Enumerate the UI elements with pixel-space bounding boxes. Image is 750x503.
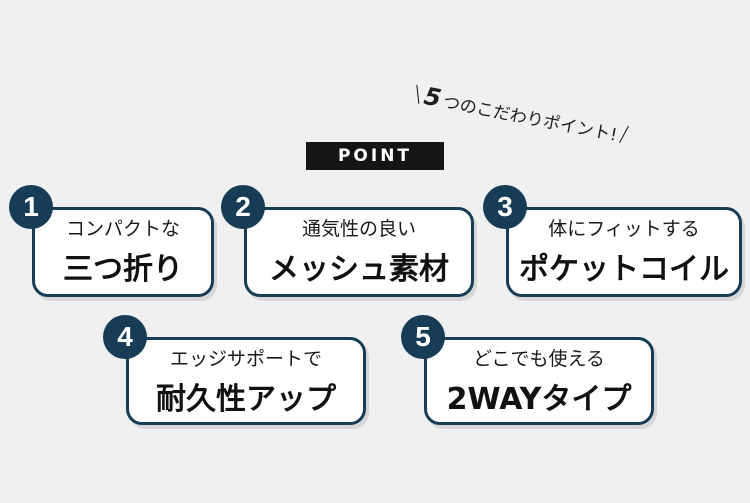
point-card-1: 1 コンパクトな 三つ折り [9, 185, 214, 297]
card-title: ポケットコイル [519, 252, 729, 287]
card-subtitle: どこでも使える [473, 348, 605, 370]
point-card-2: 2 通気性の良い メッシュ素材 [221, 185, 474, 297]
card-subtitle: エッジサポートで [169, 348, 322, 370]
tagline-close-mark: / [617, 121, 630, 148]
tagline: \ 5 つのこだわりポイント! / [410, 74, 712, 171]
number-badge: 4 [103, 315, 147, 359]
card-subtitle: 通気性の良い [301, 218, 416, 240]
point-card-3: 3 体にフィットする ポケットコイル [483, 185, 742, 297]
number-badge: 1 [9, 185, 53, 229]
point-card-4: 4 エッジサポートで 耐久性アップ [103, 315, 366, 425]
number-badge: 2 [221, 185, 265, 229]
card-title: 三つ折り [63, 252, 183, 287]
number-badge: 3 [483, 185, 527, 229]
tagline-number: 5 [421, 81, 444, 113]
card-subtitle: 体にフィットする [548, 218, 700, 240]
card-title: 2WAYタイプ [446, 382, 632, 417]
card-title: メッシュ素材 [269, 252, 449, 287]
point-card-5: 5 どこでも使える 2WAYタイプ [401, 315, 654, 425]
card-title: 耐久性アップ [156, 382, 336, 417]
point-label: POINT [306, 142, 444, 170]
card-subtitle: コンパクトな [65, 218, 180, 240]
number-badge: 5 [401, 315, 445, 359]
tagline-text: つのこだわりポイント! [441, 92, 619, 146]
